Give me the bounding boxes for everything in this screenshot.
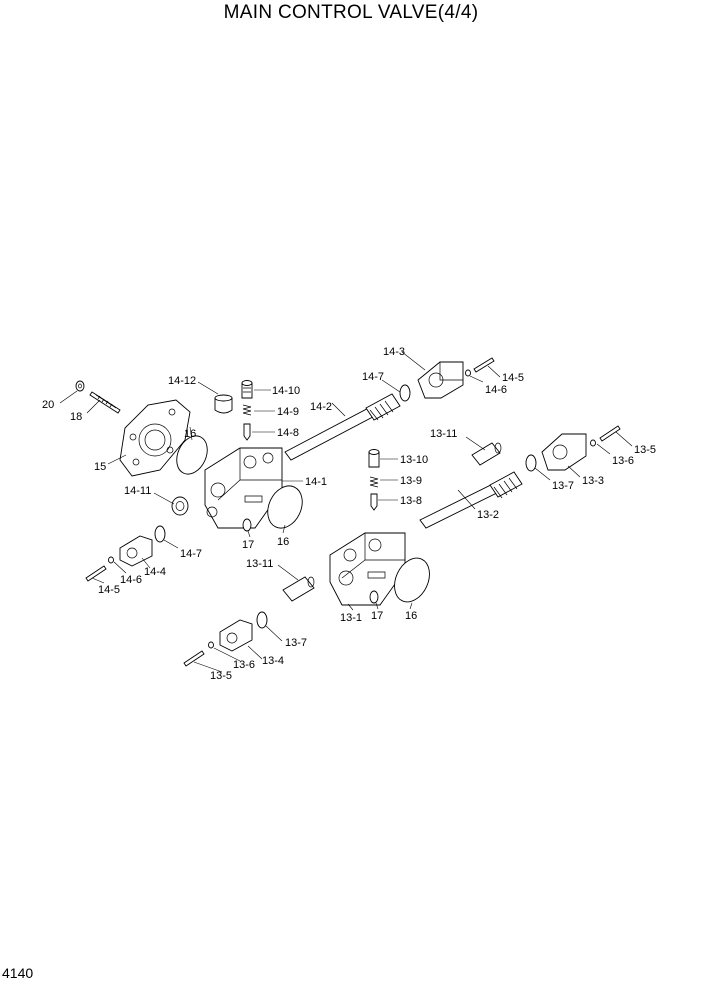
part-cap-14-3 [417, 361, 464, 399]
callout-14-2: 14-2 [310, 401, 332, 413]
callout-14-12: 14-12 [168, 375, 196, 387]
part-spring-14-9 [242, 404, 252, 416]
callout-14-7-a: 14-7 [362, 371, 384, 383]
part-bolt-14-5-lower [85, 565, 107, 582]
part-bolt-13-5-lower [183, 650, 205, 667]
part-bolt-13-5-upper [599, 425, 621, 442]
callout-20: 20 [42, 399, 54, 411]
callout-13-5-b: 13-5 [210, 670, 232, 682]
callout-14-4: 14-4 [144, 566, 166, 578]
part-cap-13-3 [541, 433, 587, 471]
part-washer-13-6-upper [590, 439, 596, 447]
part-valve-body-13-1 [329, 532, 406, 606]
part-washer-14-6-upper [465, 369, 471, 377]
part-valve-body-14-1 [204, 447, 283, 529]
page-number: 4140 [2, 965, 34, 981]
part-cover-plate-15 [119, 399, 191, 477]
callout-14-5-a: 14-5 [502, 372, 524, 384]
callout-17-b: 17 [371, 610, 383, 622]
callout-13-6-b: 13-6 [233, 659, 255, 671]
callout-14-11: 14-11 [124, 485, 151, 497]
callout-14-7-b: 14-7 [180, 548, 202, 560]
callout-15: 15 [94, 461, 106, 473]
part-oring-16-lower [394, 557, 430, 603]
page-title: MAIN CONTROL VALVE(4/4) [223, 2, 479, 23]
callout-14-3: 14-3 [383, 346, 405, 358]
part-plug-14-11 [171, 496, 189, 516]
callout-13-9: 13-9 [400, 475, 422, 487]
callout-13-3: 13-3 [582, 475, 604, 487]
callout-16-a: 16 [184, 428, 196, 440]
callout-13-8: 13-8 [400, 495, 422, 507]
part-spring-13-9 [369, 476, 379, 488]
part-poppet-14-8 [243, 423, 251, 441]
part-oring-16-upper-right [267, 485, 303, 529]
callout-13-10: 13-10 [400, 454, 428, 466]
part-plug-13-10 [368, 449, 380, 468]
callout-18: 18 [70, 411, 82, 423]
callout-14-10: 14-10 [272, 385, 300, 397]
part-poppet-13-8 [370, 493, 378, 511]
callout-13-2: 13-2 [477, 509, 499, 521]
callout-14-1: 14-1 [305, 476, 327, 488]
part-washer-13-6-lower [208, 641, 214, 649]
part-cap-14-4 [119, 535, 153, 567]
part-oring-13-7-lower [256, 611, 268, 629]
part-oring-17-upper [242, 518, 252, 532]
callout-14-6-b: 14-6 [120, 574, 142, 586]
callout-13-4: 13-4 [262, 655, 284, 667]
callout-16-b: 16 [277, 536, 289, 548]
part-oring-13-7-upper [525, 454, 537, 472]
part-plug-13-11-lower [282, 576, 315, 602]
callout-13-11-b: 13-11 [246, 558, 273, 570]
callout-14-8: 14-8 [277, 427, 299, 439]
callout-13-1: 13-1 [340, 612, 362, 624]
callout-17-a: 17 [242, 539, 254, 551]
callout-labels: 20 18 15 16 14-12 14-10 14-9 14-8 14-2 1… [42, 346, 656, 682]
part-plug-14-10 [241, 380, 253, 399]
part-oring-16-upper-left [176, 435, 208, 475]
callout-13-6-a: 13-6 [612, 455, 634, 467]
part-oring-17-lower [369, 590, 379, 604]
part-plug-13-11-upper [471, 442, 502, 466]
part-washer-14-6-lower [108, 556, 114, 564]
callout-14-5-b: 14-5 [98, 584, 120, 596]
part-oring-14-7-upper [399, 384, 411, 402]
callout-13-7-b: 13-7 [285, 637, 307, 649]
callout-13-7-a: 13-7 [552, 480, 574, 492]
callout-13-5-a: 13-5 [634, 444, 656, 456]
part-oring-14-7-lower [154, 525, 166, 543]
part-spool-14-2 [284, 393, 401, 461]
part-spool-13-2 [419, 471, 523, 529]
leader-lines [59, 351, 633, 673]
part-washer-20 [75, 380, 85, 392]
callout-13-11-a: 13-11 [430, 428, 457, 440]
part-cap-13-4 [219, 619, 253, 652]
part-plug-14-12 [214, 394, 233, 414]
callout-16-c: 16 [405, 610, 417, 622]
callout-14-6-a: 14-6 [485, 384, 507, 396]
callout-14-9: 14-9 [277, 406, 299, 418]
part-stud-18 [89, 391, 121, 414]
part-bolt-14-5-upper [473, 357, 495, 373]
